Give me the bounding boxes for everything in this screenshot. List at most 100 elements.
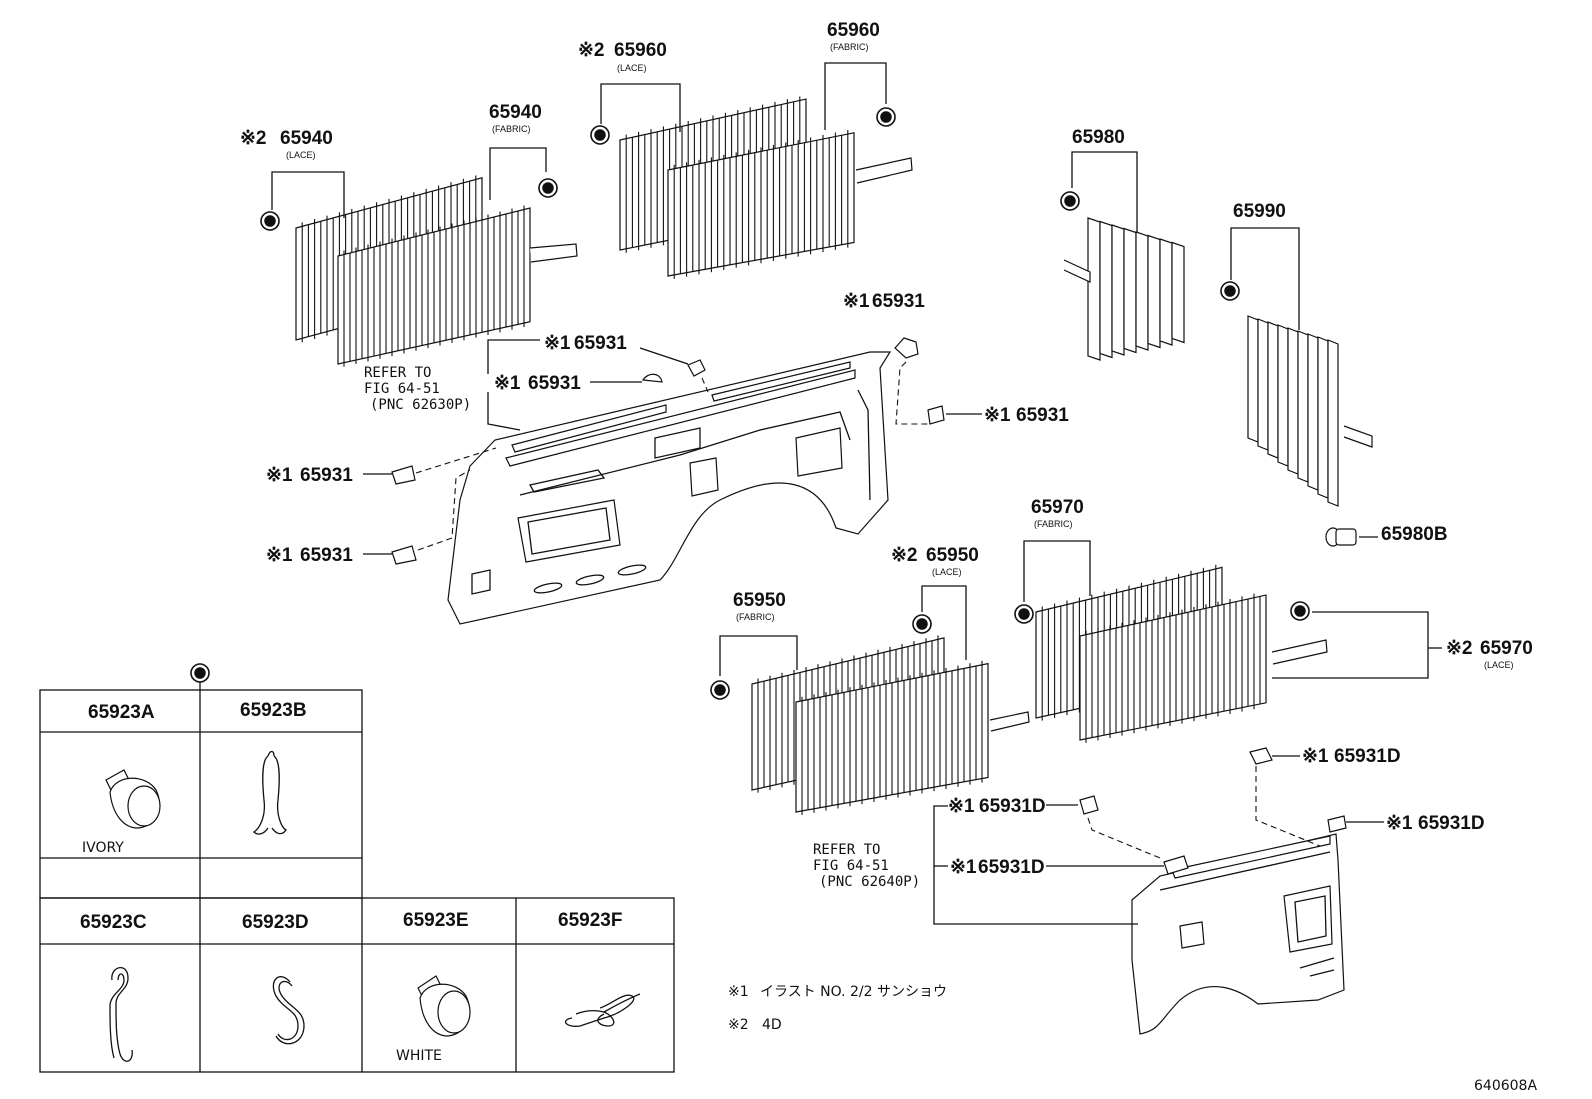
leader-line [933,805,1138,925]
table-row2-frame [39,897,675,1073]
table-part-number: 65923D [242,912,309,933]
part-number-65931d: 65931D [1418,813,1485,834]
leader-line [1230,227,1300,330]
hardware-65923d-illustration [272,976,305,1045]
curtain-rod [1343,425,1373,448]
callout-mark: ※1 [494,373,521,394]
part-number-65980b: 65980B [1381,524,1448,545]
part-number-65931: 65931 [300,545,353,566]
refer-note-line: (PNC 62640P) [819,874,920,890]
material-label: (FABRIC) [830,42,869,52]
hook-wire [109,973,125,1059]
refer-note-line: REFER TO [364,365,431,381]
panel-pocket [517,499,621,563]
curtain-65940-group: ※2 65940 (LACE) 65940 (FABRIC) [240,102,578,367]
hardware-65923c-illustration [109,967,133,1062]
part-number-65931: 65931 [574,333,627,354]
panel-top-rail [505,369,856,467]
curtain-65990-group: 65990 [1220,201,1373,507]
curtain-65980 [1087,217,1185,361]
panel-rail [711,361,851,402]
material-label: (FABRIC) [492,124,531,134]
hook-wire [252,755,269,835]
material-label: (LACE) [1484,660,1514,670]
leader-line [921,585,967,660]
fastener-body [1335,528,1357,546]
part-number-65960-fabric: 65960 [827,20,880,41]
panel-contour [471,569,491,595]
marker-dot [1064,195,1076,207]
curtain-panel-fold [1317,336,1329,499]
left-clips: ※1 65931 ※1 65931 ※1 65931 ※1 65931 ※1 6… [266,291,1069,566]
marker-dot [916,618,928,630]
curtain-panel-fold [1247,315,1259,443]
callout-mark: ※1 [843,291,870,312]
curtain-panel-fold [1159,238,1173,346]
curtain-65950-group: ※2 65950 (LACE) 65950 (FABRIC) [710,545,1030,815]
part-number-65990: 65990 [1233,201,1286,222]
material-label: (LACE) [932,567,962,577]
dashed-leader [417,469,471,551]
curtain-panel-fold [1123,227,1137,354]
clip-65931 [391,465,416,485]
clip-65931 [927,405,945,425]
note-mark: ※1 [728,984,749,1000]
table-part-number: 65923B [240,700,307,721]
curtain-panel-fold [1267,321,1279,459]
marker-dot [880,111,892,123]
callout-mark: ※1 [266,465,293,486]
panel-vent [1283,885,1333,953]
figure-code: 640608A [1474,1078,1537,1094]
hook-wire [111,967,133,1062]
callout-mark: ※1 [1302,746,1329,767]
part-number-65970-lace: 65970 [1480,638,1533,659]
clip-wire [603,993,641,1013]
panel-contour [1299,957,1335,969]
callout-mark: ※1 [948,796,975,817]
leader-line [824,62,887,130]
material-label: (LACE) [286,150,316,160]
callout-mark: ※2 [1446,638,1473,659]
callout-mark: ※1 [266,545,293,566]
curtain-65960-fabric [667,130,855,279]
curtain-panel-fold [1287,327,1299,475]
leader-line [487,339,540,374]
s-hook-wire [272,976,299,1041]
callout-mark: ※2 [578,40,605,61]
s-hook-wire [275,980,305,1045]
clip-65931d [1327,815,1347,833]
note-mark: ※2 [728,1017,749,1033]
curtain-rod [529,243,578,263]
refer-note-line: FIG 64-51 [364,381,440,397]
marker-dot [1224,285,1236,297]
panel-vent [689,457,719,497]
clip-wire [575,1010,615,1027]
clip-wire [564,994,635,1027]
part-number-65950-lace: 65950 [926,545,979,566]
callout-mark: ※2 [891,545,918,566]
curtain-panel-fold [1307,333,1319,491]
callout-mark: ※1 [950,857,977,878]
hook-wire [267,750,275,757]
material-label: (FABRIC) [1034,519,1073,529]
clip-65931d [1079,795,1099,815]
curtain-rod [1271,639,1328,665]
hardware-65923e-illustration [417,975,471,1037]
right-clips: ※1 65931D ※1 65931D ※1 65931D ※1 65931D … [813,746,1485,925]
part-number-65940-lace: 65940 [280,128,333,149]
curtain-65970-group: 65970 (FABRIC) ※2 65970 (LACE) [1014,497,1533,743]
callout-mark: ※1 [1386,813,1413,834]
curtain-panel-fold [1087,217,1101,361]
table-part-number: 65923C [80,912,147,933]
dashed-leader [1087,817,1161,859]
part-number-65931: 65931 [300,465,353,486]
panel-contour [1309,969,1335,977]
curtain-panel-fold [1111,224,1125,356]
curtain-panel-fold [1257,318,1269,451]
curtain-rod [989,711,1030,732]
note-text: イラスト NO. 2/2 サンショウ [760,984,947,1000]
part-number-65931: 65931 [872,291,925,312]
button-face [437,990,471,1034]
curtain-outline [1079,594,1267,741]
curtain-panel-fold [1135,231,1149,351]
